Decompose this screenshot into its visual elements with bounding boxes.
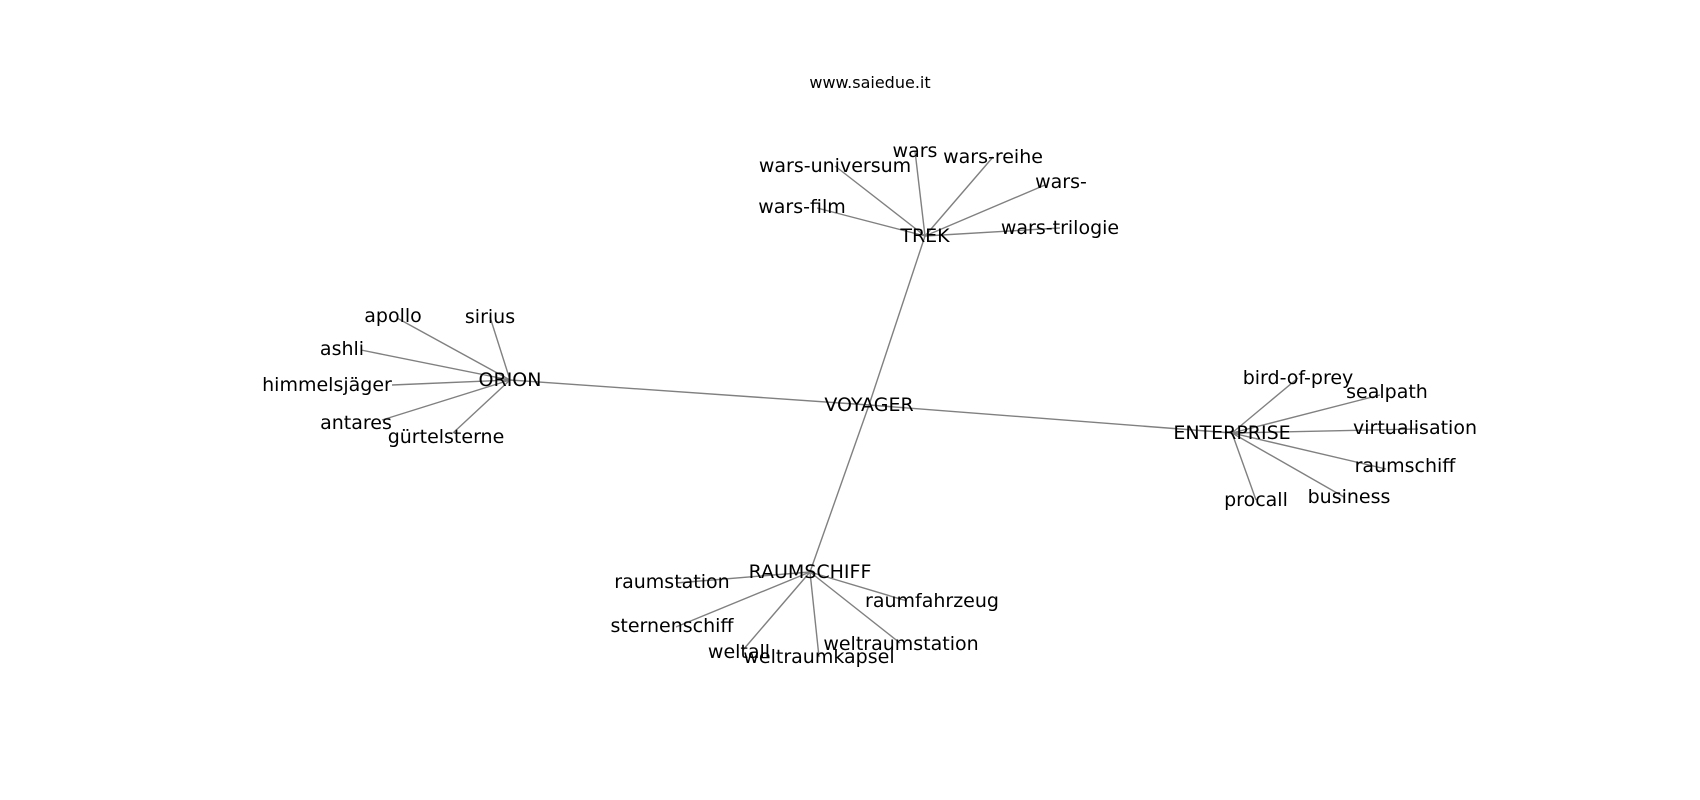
edge-orion-apollo [396, 317, 511, 381]
node-raumschiff-hub: RAUMSCHIFF [749, 561, 872, 583]
edge-enterprise-business [1231, 432, 1345, 498]
node-himmelsjaeger: himmelsjäger [262, 374, 392, 396]
edge-raumschiff-hub-sternenschiff [675, 571, 811, 628]
edge-enterprise-bird-of-prey [1231, 377, 1299, 434]
node-wars-dash: wars- [1035, 171, 1087, 193]
edge-trek-wars-trilogie [924, 227, 1061, 237]
node-wars-reihe: wars-reihe [943, 146, 1043, 168]
node-raumfahrzeug: raumfahrzeug [865, 590, 999, 612]
edge-orion-ashli [360, 349, 511, 381]
edge-raumschiff-hub-weltall [742, 571, 811, 651]
node-orion: ORION [479, 369, 542, 391]
node-ashli: ashli [320, 338, 364, 360]
node-wars: wars [893, 140, 938, 162]
node-sealpath: sealpath [1346, 381, 1428, 403]
edge-voyager-orion [509, 379, 870, 406]
edge-raumschiff-hub-weltraumkapsel [809, 571, 820, 658]
edges [360, 150, 1419, 658]
source-label: www.saiedue.it [809, 73, 930, 92]
node-guertelsterne: gürtelsterne [388, 426, 505, 448]
edge-voyager-enterprise [868, 404, 1233, 434]
edge-trek-wars-reihe [924, 156, 994, 237]
edge-enterprise-procall [1231, 432, 1257, 501]
node-wars-trilogie: wars-trilogie [1001, 217, 1119, 239]
edge-raumschiff-hub-raumstation [675, 571, 811, 584]
node-raumschiff: raumschiff [1355, 455, 1457, 477]
edge-raumschiff-hub-raumfahrzeug [809, 571, 908, 602]
node-weltraumkapsel: weltraumkapsel [743, 646, 894, 668]
node-raumstation: raumstation [614, 571, 729, 593]
edge-orion-antares [381, 379, 511, 421]
edge-trek-wars-film [816, 207, 926, 237]
edge-voyager-trek [868, 235, 926, 406]
node-sirius: sirius [465, 306, 515, 328]
node-apollo: apollo [364, 305, 422, 327]
node-weltraumstation: weltraumstation [823, 633, 978, 655]
node-trek: TREK [899, 225, 950, 247]
edge-trek-wars-universum [834, 165, 926, 237]
edge-enterprise-virtualisation [1231, 428, 1419, 434]
node-enterprise: ENTERPRISE [1173, 422, 1290, 444]
node-procall: procall [1224, 489, 1288, 511]
node-bird-of-prey: bird-of-prey [1243, 367, 1354, 389]
node-virtualisation: virtualisation [1353, 417, 1477, 439]
edge-trek-wars-dash [924, 184, 1046, 237]
node-sternenschiff: sternenschiff [610, 615, 734, 637]
edge-orion-sirius [489, 316, 511, 381]
node-wars-film: wars-film [758, 196, 846, 218]
edge-orion-himmelsjaeger [391, 379, 511, 386]
node-weltall: weltall [708, 641, 770, 663]
edge-orion-guertelsterne [452, 379, 511, 434]
node-voyager: VOYAGER [824, 394, 913, 416]
edge-enterprise-sealpath [1231, 394, 1381, 434]
edge-voyager-raumschiff-hub [809, 404, 870, 573]
edge-enterprise-raumschiff [1231, 432, 1387, 470]
edge-raumschiff-hub-weltraumstation [809, 571, 901, 644]
node-wars-universum: wars-universum [759, 155, 911, 177]
node-antares: antares [320, 412, 392, 434]
node-business: business [1308, 486, 1391, 508]
edge-trek-wars [914, 150, 926, 237]
